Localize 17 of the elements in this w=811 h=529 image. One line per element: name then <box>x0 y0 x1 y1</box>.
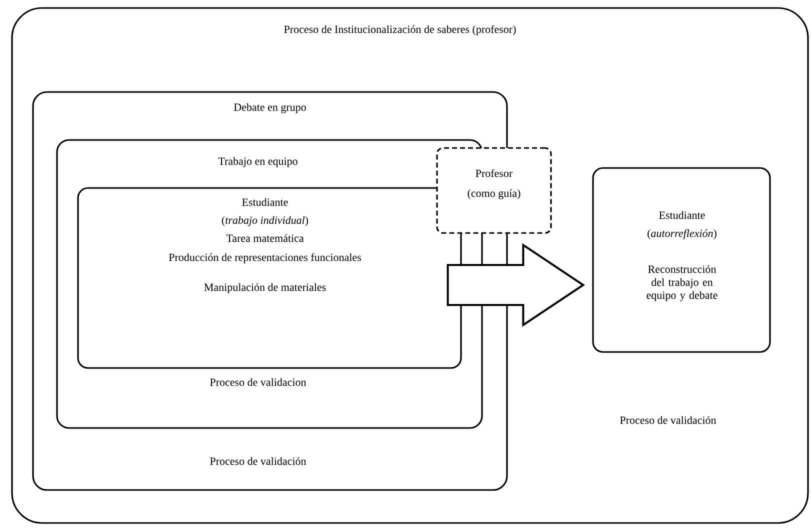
box-text: Producción de representaciones funcionales <box>168 253 361 264</box>
box-text: Proceso de validación <box>620 416 716 424</box>
box-text: (autorreflexión) <box>648 229 716 240</box>
box-text: Reconstrucción del trabajo en equipo y debate <box>646 265 718 302</box>
box-title: Debate en grupo <box>234 103 306 114</box>
box-text: (como guía) <box>468 189 520 200</box>
box-title: Trabajo en equipo <box>218 157 298 168</box>
box-title: Estudiante <box>242 198 288 206</box>
box-text: Proceso de validacion <box>210 378 306 386</box>
box-title: Proceso de Institucionalización de saberes (profesor) <box>284 25 516 36</box>
box-text: Tarea matemática <box>226 234 304 242</box>
box-text: Proceso de validación <box>210 457 306 465</box>
box-title: Estudiante <box>659 211 705 219</box>
box-text: (trabajo individual) <box>222 216 308 226</box>
box-title: Profesor <box>476 169 513 178</box>
block-arrow <box>446 243 585 327</box>
box-text: Manipulación de materiales <box>204 283 326 294</box>
